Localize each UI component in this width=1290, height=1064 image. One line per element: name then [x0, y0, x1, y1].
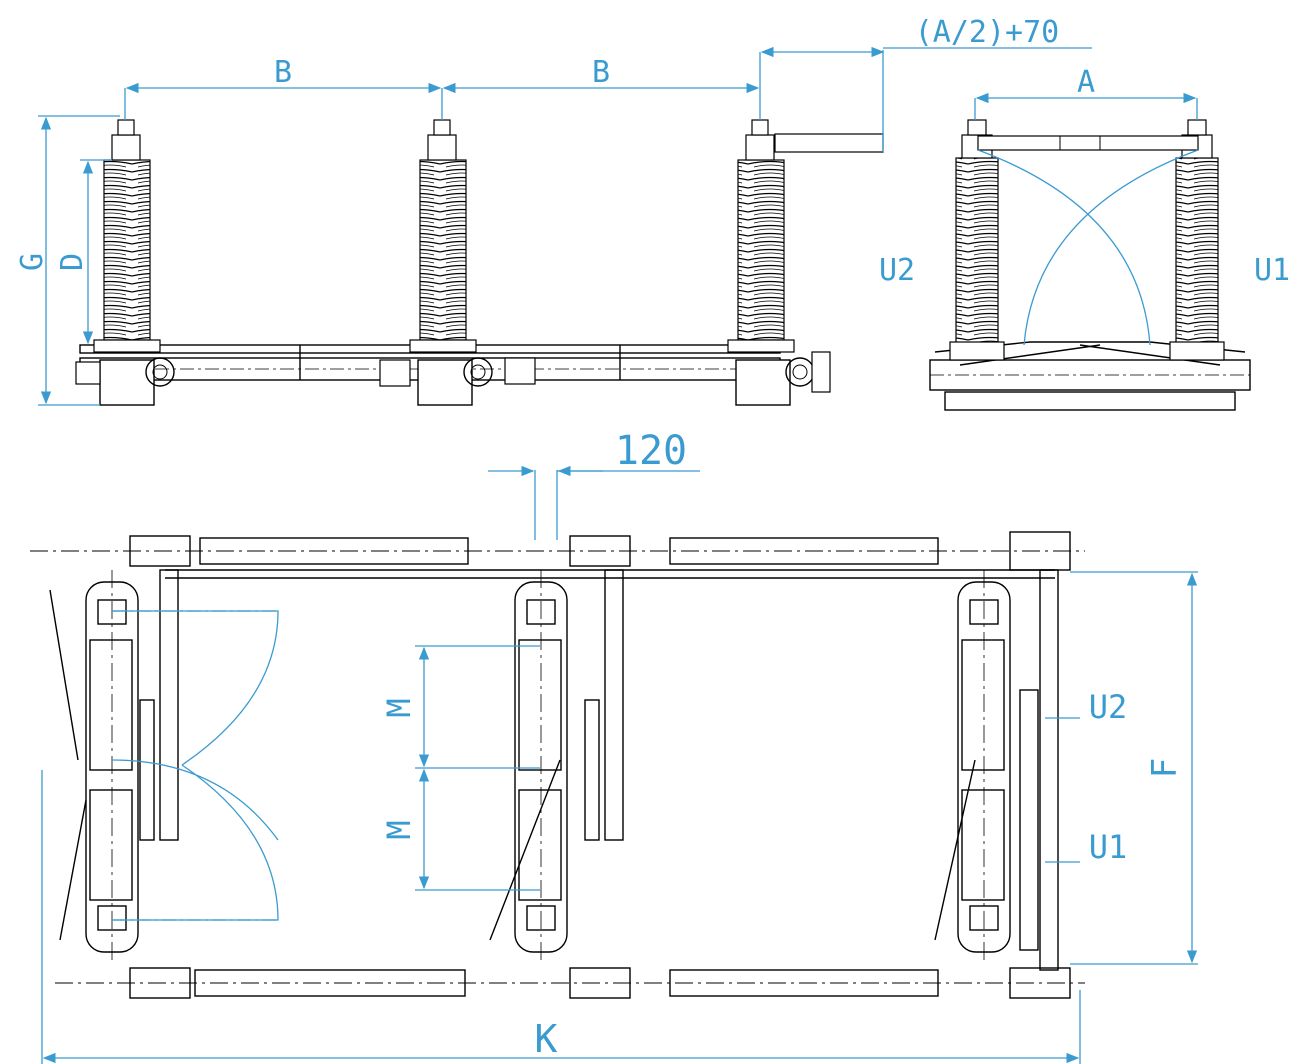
- plan-dim-k: K: [535, 1017, 558, 1061]
- side-dim-g: G: [15, 253, 50, 271]
- side-dim-b-left: B: [274, 55, 292, 90]
- plan-pole-middle: [489, 569, 624, 960]
- end-label-u2: U2: [879, 253, 915, 288]
- plan-dimensions: [41, 465, 1198, 1064]
- side-dim-offset: (A/2)+70: [915, 15, 1060, 50]
- side-dim-d: D: [55, 253, 90, 271]
- plan-label-u1: U1: [1089, 828, 1128, 866]
- side-insulator-left: [75, 119, 175, 406]
- end-view: A U2 U1: [879, 65, 1290, 411]
- side-view: B B (A/2)+70 G D: [15, 15, 1092, 406]
- end-contact-bar: [977, 135, 1199, 151]
- plan-dim-120: 120: [615, 428, 687, 474]
- side-insulator-right: [727, 119, 884, 406]
- end-dim-a: A: [1077, 65, 1095, 100]
- plan-dim-m-upper: M: [380, 698, 418, 717]
- end-label-u1: U1: [1254, 253, 1290, 288]
- plan-bottom-rods: [55, 967, 1085, 999]
- plan-view: 120 M M F U2 U1 K: [30, 428, 1198, 1064]
- end-insulator-left: [949, 119, 1005, 361]
- plan-pole-left: [49, 569, 179, 960]
- plan-pole-right: [934, 569, 1059, 971]
- end-swing-arcs: [974, 92, 1199, 346]
- side-insulator-middle: [379, 119, 536, 406]
- plan-label-u2: U2: [1089, 688, 1128, 726]
- plan-dim-m-lower: M: [380, 820, 418, 839]
- plan-dim-f: F: [1145, 758, 1185, 778]
- side-dim-b-right: B: [592, 55, 610, 90]
- end-insulator-right: [1169, 119, 1225, 361]
- side-dimensions: [38, 46, 1092, 406]
